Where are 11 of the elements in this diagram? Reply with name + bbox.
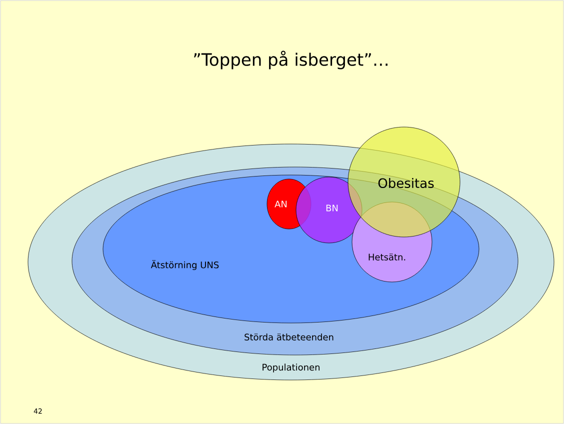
node-label: Ätstörning UNS [150, 260, 219, 270]
node-label: AN [274, 200, 287, 208]
node-label: Hetsätn. [368, 254, 406, 260]
title: ”Toppen på isberget”… [194, 50, 388, 70]
node-label: BN [326, 204, 338, 212]
circle [296, 176, 362, 244]
circle [352, 202, 432, 282]
node-label: Populationen [262, 364, 320, 372]
node-label: Störda ätbeteenden [244, 334, 334, 340]
node-label: Obesitas [378, 178, 434, 188]
circle [348, 126, 460, 238]
